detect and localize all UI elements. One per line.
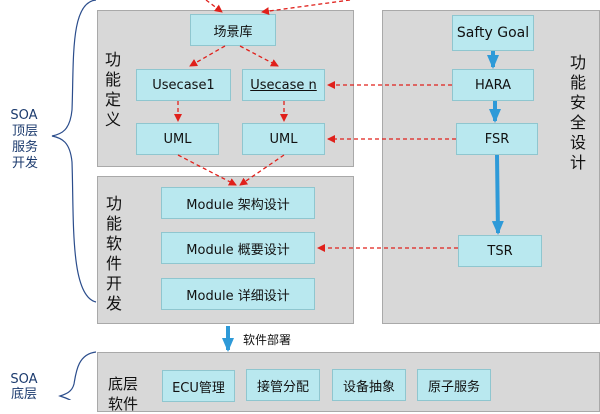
module-overview-node: Module 概要设计 xyxy=(161,232,315,264)
software-deploy-label: 软件部署 xyxy=(243,333,292,347)
scene-to-usecase-n-arrow xyxy=(239,45,279,67)
usecase-n-node: Usecase n xyxy=(242,69,325,101)
top-service-dev-label: 顶层服务开发 xyxy=(12,124,38,172)
takeover-allocation-node: 接管分配 xyxy=(246,369,320,401)
module-architecture-node: Module 架构设计 xyxy=(161,187,315,219)
scene-library-node: 场景库 xyxy=(190,14,276,46)
top-brace xyxy=(51,0,97,303)
functional-safety-title: 功能安全设计 xyxy=(569,53,586,172)
bottom-brace xyxy=(58,351,97,400)
uml1-to-module-arrow xyxy=(177,154,237,186)
atomic-service-node: 原子服务 xyxy=(417,369,491,401)
soa-top-label: SOA xyxy=(10,108,38,123)
uml-node-2: UML xyxy=(242,123,325,155)
module-detail-node: Module 详细设计 xyxy=(161,278,315,310)
fsr-to-tsr-arrow xyxy=(491,154,504,235)
ecu-management-node: ECU管理 xyxy=(162,370,235,402)
scene-to-usecase1-arrow xyxy=(189,45,226,67)
top-service-dev-text: 顶层服务开发 xyxy=(12,124,39,171)
incoming-arrow-2 xyxy=(261,0,351,16)
fsr-node: FSR xyxy=(456,123,538,155)
hara-node: HARA xyxy=(452,69,534,101)
uml-node-1: UML xyxy=(136,123,219,155)
uml2-to-module-arrow xyxy=(239,154,285,186)
bottom-partial-label: 底层 xyxy=(10,387,37,402)
soa-bottom-label: SOA xyxy=(10,372,38,387)
function-software-title: 功能软件开发 xyxy=(105,194,122,313)
function-definition-title: 功能定义 xyxy=(104,50,121,129)
safety-goal-node: Safty Goal xyxy=(452,15,534,51)
device-abstraction-node: 设备抽象 xyxy=(332,369,406,401)
incoming-arrow-1 xyxy=(205,0,223,13)
tsr-node: TSR xyxy=(458,235,542,267)
usecase1-node: Usecase1 xyxy=(136,69,231,101)
connector-layer xyxy=(51,0,504,400)
